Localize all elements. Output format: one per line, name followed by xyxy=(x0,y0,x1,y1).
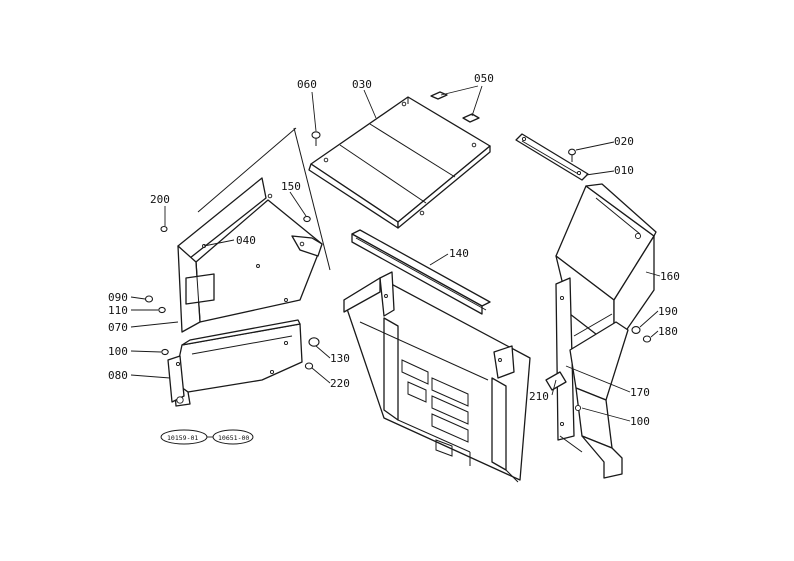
pad-parts xyxy=(430,91,480,123)
callout-040: 040 xyxy=(236,234,256,247)
cross-bar-part xyxy=(351,229,491,315)
callout-160: 160 xyxy=(660,270,680,283)
right-bolts xyxy=(631,326,652,343)
center-frame-part xyxy=(343,271,531,483)
left-lower-panel-part xyxy=(167,319,303,407)
callout-150: 150 xyxy=(281,180,301,193)
callout-070: 070 xyxy=(108,321,128,334)
top-cover-part xyxy=(308,96,491,229)
reference-tags: 10159-01 10651-00 xyxy=(160,429,254,445)
callout-020: 020 xyxy=(614,135,634,148)
right-upper-box-part xyxy=(555,183,657,349)
callout-010: 010 xyxy=(614,164,634,177)
left-upper-panel-part xyxy=(177,127,331,333)
callout-130: 130 xyxy=(330,352,350,365)
reference-tag-b: 10651-00 xyxy=(218,434,249,442)
callout-140: 140 xyxy=(449,247,469,260)
left-upper-bolts xyxy=(144,215,311,356)
callout-100-right: 100 xyxy=(630,415,650,428)
washer-parts xyxy=(304,337,320,370)
callout-060: 060 xyxy=(297,78,317,91)
callout-090: 090 xyxy=(108,291,128,304)
callout-200: 200 xyxy=(150,193,170,206)
callout-220: 220 xyxy=(330,377,350,390)
callout-080: 080 xyxy=(108,369,128,382)
callout-190: 190 xyxy=(658,305,678,318)
callout-050: 050 xyxy=(474,72,494,85)
callout-100-left: 100 xyxy=(108,345,128,358)
reference-tag-a: 10159-01 xyxy=(167,434,198,442)
bolt-060-part xyxy=(311,131,321,146)
callout-030: 030 xyxy=(352,78,372,91)
callout-170: 170 xyxy=(630,386,650,399)
callout-180: 180 xyxy=(658,325,678,338)
right-lower-bracket-part xyxy=(545,277,629,479)
callout-210: 210 xyxy=(529,390,549,403)
callout-labels: 060 030 050 020 010 200 150 040 140 160 … xyxy=(108,72,680,428)
leader-lines xyxy=(130,85,661,422)
strap-part xyxy=(515,133,589,181)
callout-110: 110 xyxy=(108,304,128,317)
